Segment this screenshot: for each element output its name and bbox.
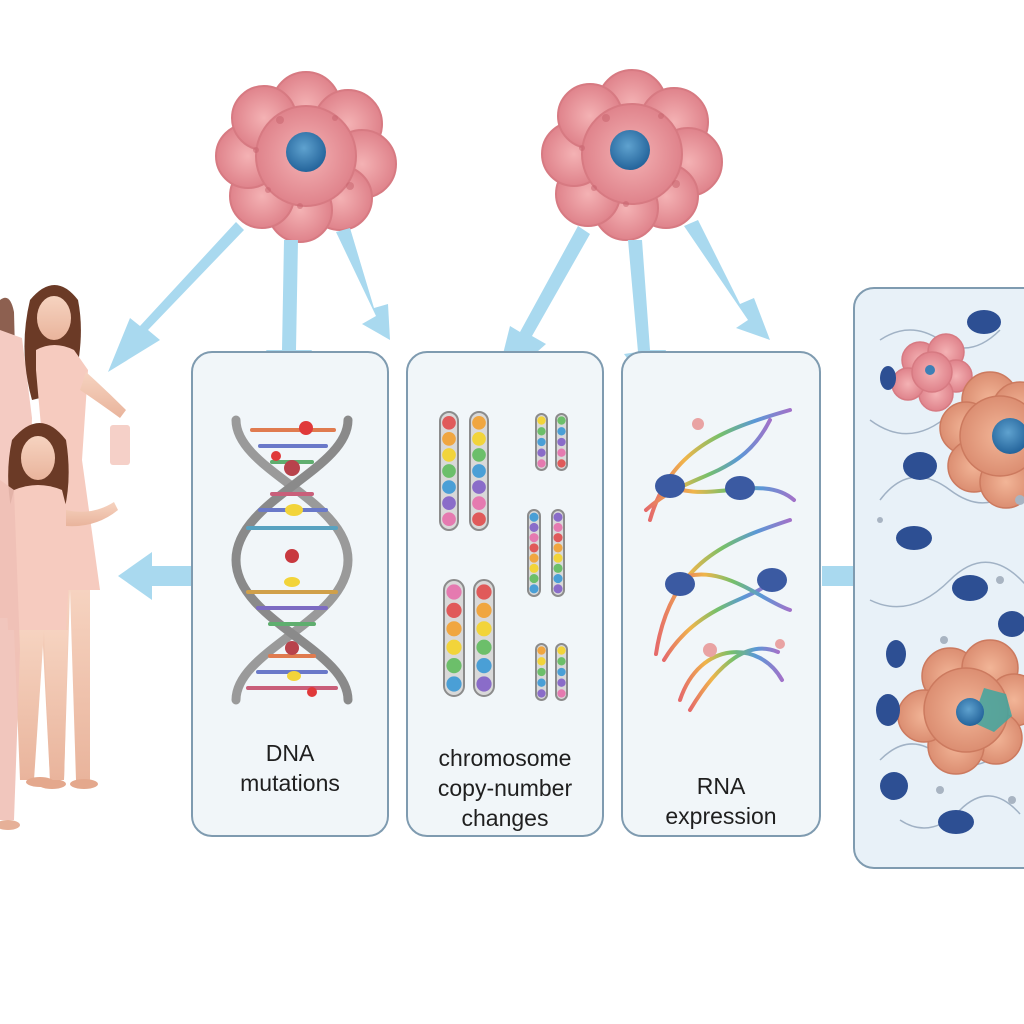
chromosome-band	[557, 657, 566, 666]
chromosome-band	[476, 602, 492, 619]
chromosome-band	[472, 432, 486, 446]
patient-figure-left	[0, 480, 20, 830]
chromosome-band	[553, 533, 563, 543]
tumor-cell-right	[541, 69, 723, 241]
arrow-to-cnv	[494, 226, 590, 390]
arrow-to-patients	[108, 222, 244, 372]
chromosome-icons	[439, 411, 568, 701]
dna-panel-label: DNA mutations	[240, 740, 340, 796]
chromosome-band	[553, 574, 563, 584]
rna-panel	[621, 351, 821, 837]
tumor-nucleus-icon	[286, 132, 326, 172]
chromosome-band	[537, 646, 546, 655]
chromosome-band	[553, 543, 563, 553]
patient-group-illustration	[0, 285, 130, 830]
chromosome-band	[446, 639, 462, 655]
chromosome-band	[472, 448, 486, 462]
chromosome-band	[442, 464, 456, 478]
chromosome-band	[442, 448, 456, 462]
chromosome-band	[529, 553, 539, 563]
dna-panel	[191, 351, 389, 837]
chromosome-band	[529, 563, 539, 573]
tumor-microenvironment-panel	[853, 287, 1024, 869]
chromosome-band	[537, 437, 546, 447]
chromosome-band	[557, 427, 566, 436]
rna-panel-label: RNA expression	[665, 773, 777, 829]
chromosome-band	[476, 584, 492, 600]
chromosome-band	[446, 584, 462, 600]
chromosome-band	[537, 678, 546, 687]
chromosome-band	[537, 689, 546, 698]
chromosome-band	[557, 448, 566, 457]
chromosome-band	[553, 522, 563, 532]
chromosome-band	[472, 464, 486, 478]
large-tumor-cell-top	[939, 371, 1024, 509]
chromosome-band	[557, 416, 566, 425]
mutated-region-icon	[972, 688, 1012, 732]
chromosome-band	[557, 437, 566, 447]
arrow-to-dna-secondary	[336, 228, 390, 340]
cnv-panel	[406, 351, 604, 837]
chromosome-band	[476, 639, 492, 655]
chromosome-band	[537, 427, 546, 436]
chromosome-band	[557, 646, 566, 655]
immune-cell-icons	[876, 310, 1024, 834]
chromosome-band	[537, 667, 546, 677]
chromosome-band	[557, 459, 566, 468]
chromosome-band	[446, 621, 462, 637]
ribosome-icon	[655, 474, 787, 596]
dna-helix-icon	[231, 415, 353, 705]
arrow-to-tme	[684, 220, 770, 340]
chromosome-band	[553, 584, 563, 594]
chromosome-band	[529, 522, 539, 532]
chromosome-icon	[527, 509, 541, 597]
chromosome-band	[529, 543, 539, 553]
mutation-marker-icon	[271, 421, 317, 697]
chromosome-band	[537, 657, 546, 666]
chromosome-band	[557, 689, 566, 698]
cnv-panel-label: chromosome copy-number changes	[437, 745, 573, 831]
chromosome-band	[537, 448, 546, 457]
tumor-nucleus-icon	[610, 130, 650, 170]
chromosome-band	[442, 415, 456, 430]
chromosome-band	[476, 658, 492, 674]
chromosome-band	[529, 533, 539, 543]
chromosome-band	[442, 512, 456, 527]
chromosome-band	[472, 415, 486, 430]
tumor-cell-left	[215, 71, 397, 243]
chromosome-band	[553, 553, 563, 563]
chromosome-band	[529, 574, 539, 584]
chromosome-band	[442, 432, 456, 446]
chromosome-band	[472, 512, 486, 527]
chromosome-band	[553, 563, 563, 573]
chromosome-band	[446, 676, 462, 692]
chromosome-band	[442, 496, 456, 510]
chromosome-band	[537, 416, 546, 425]
chromosome-band	[446, 602, 462, 619]
chromosome-band	[442, 480, 456, 494]
chromosome-icon	[551, 509, 565, 597]
chromosome-band	[476, 621, 492, 637]
chromosome-band	[557, 678, 566, 687]
chromosome-band	[446, 658, 462, 674]
chromosome-band	[476, 676, 492, 692]
chromosome-band	[529, 512, 539, 522]
chromosome-band	[529, 584, 539, 594]
arrow-panels-to-patients	[118, 552, 192, 600]
chromosome-band	[472, 480, 486, 494]
chromosome-band	[472, 496, 486, 510]
chromosome-band	[557, 667, 566, 677]
chromosome-band	[537, 459, 546, 468]
patient-figure-front	[4, 423, 118, 787]
chromosome-band	[553, 512, 563, 522]
